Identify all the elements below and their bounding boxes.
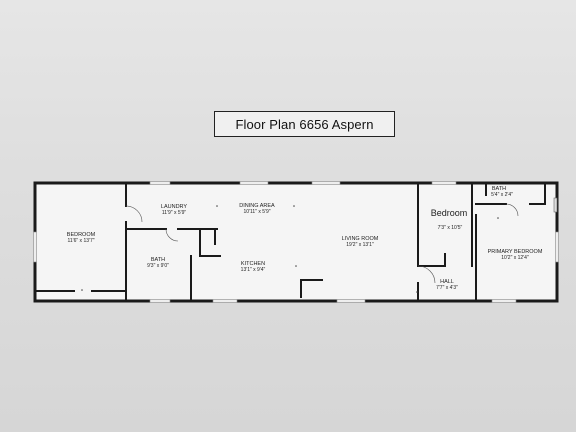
door-swing: [125, 205, 143, 223]
window: [212, 299, 238, 303]
window: [336, 299, 366, 303]
room-name: KITCHEN: [241, 261, 265, 267]
door-swings: [125, 197, 558, 284]
outlet-dot: [497, 217, 499, 219]
room-name: DINING AREA: [239, 203, 275, 209]
room-name: PRIMARY BEDROOM: [488, 249, 543, 255]
room-dims: 7'7" x 4'3": [436, 285, 458, 291]
title-box: Floor Plan 6656 Aspern: [214, 111, 395, 137]
interior-walls: [36, 182, 546, 302]
outlet-dot: [81, 289, 83, 291]
window: [149, 299, 171, 303]
door-swing: [417, 265, 436, 284]
room-name: BEDROOM: [67, 232, 96, 238]
room-dims: 9'3" x 9'0": [147, 263, 169, 269]
room-dims: 10'2" x 12'4": [501, 255, 529, 261]
room-dims: 10'11" x 5'9": [243, 209, 270, 215]
room-dims: 11'9" x 5'9": [162, 210, 186, 216]
room-name: LAUNDRY: [161, 204, 188, 210]
windows: [33, 181, 559, 303]
window: [431, 181, 457, 185]
room-dims: 7'3" x 10'5": [438, 225, 463, 231]
window: [311, 181, 341, 185]
outlet-dot: [295, 265, 297, 267]
room-name: HALL: [440, 279, 454, 285]
outlet-dot: [416, 291, 418, 293]
plan-title: Floor Plan 6656 Aspern: [235, 116, 374, 132]
outlet-marks: [81, 205, 499, 293]
room-dims: 13'1" x 9'4": [241, 267, 266, 273]
room-dims: 5'4" x 2'4": [491, 192, 513, 198]
window: [555, 231, 559, 263]
outlet-dot: [293, 205, 295, 207]
room-name: BATH: [151, 257, 165, 263]
window: [33, 231, 37, 263]
door-swing: [165, 228, 179, 242]
window: [491, 299, 517, 303]
room-labels: BEDROOM 11'6" x 13'7" LAUNDRY 11'9" x 5'…: [67, 186, 543, 291]
room-dims: 19'2" x 13'1": [346, 242, 374, 248]
room-dims: 11'6" x 13'7": [67, 238, 94, 244]
outlet-dot: [216, 205, 218, 207]
closet-shelf: [553, 197, 558, 213]
room-name: LIVING ROOM: [342, 236, 379, 242]
door-swing: [505, 203, 519, 217]
room-name: BATH: [492, 186, 506, 192]
window: [239, 181, 269, 185]
floor-area: [36, 183, 557, 301]
room-name: Bedroom: [431, 208, 468, 218]
window: [149, 181, 171, 185]
